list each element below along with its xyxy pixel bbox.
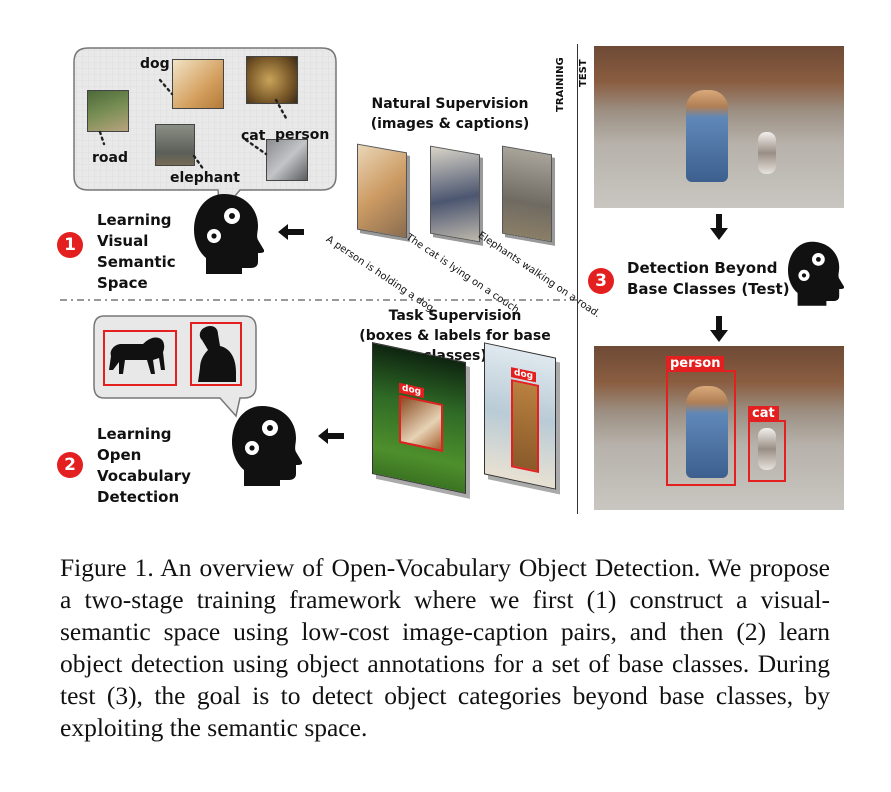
- natural-supervision-title: Natural Supervision (images & captions): [340, 94, 560, 134]
- dog-thumbnail: [172, 59, 224, 109]
- natural-supervision-title-line1: Natural Supervision: [371, 96, 529, 112]
- cat-figure: [758, 428, 776, 470]
- arrow-left-icon: [318, 428, 344, 444]
- label-training: TRAINING: [555, 57, 566, 112]
- dog-silhouette-box-1: [103, 330, 177, 386]
- natural-supervision-title-line2: (images & captions): [370, 116, 530, 132]
- step-1-title: Learning Visual Semantic Space: [97, 210, 176, 294]
- cat-thumbnail: [266, 139, 308, 181]
- arrow-down-icon: [710, 316, 728, 342]
- step-2-title: Learning Open Vocabulary Detection: [97, 424, 191, 508]
- bubble-dotted-connectors: [98, 78, 288, 172]
- elephant-thumbnail: [155, 124, 195, 166]
- cat-figure: [758, 132, 776, 174]
- detection-label-cat: cat: [748, 406, 779, 422]
- arrow-left-icon: [278, 224, 304, 240]
- step-3-title-line1: Detection Beyond: [627, 259, 778, 277]
- label-test: TEST: [578, 59, 589, 87]
- test-photo-input: [594, 46, 844, 208]
- training-image-dog-beach: dog: [484, 342, 556, 490]
- head-gears-icon: [232, 406, 302, 486]
- step-2-title-line: Vocabulary: [97, 467, 191, 485]
- bbox-dog-2: [511, 379, 539, 474]
- head-gears-icon: [788, 241, 844, 306]
- detection-box-cat: [748, 420, 786, 482]
- girl-figure: [686, 90, 728, 182]
- dog-silhouette-box-2: [190, 322, 242, 386]
- figure-caption: Figure 1. An overview of Open-Vocabulary…: [60, 553, 830, 742]
- step-3-badge: 3: [588, 268, 614, 294]
- bbox-dog-1: [399, 394, 443, 453]
- caption-image-elephant: [502, 145, 552, 243]
- step-1-badge: 1: [57, 232, 83, 258]
- caption-image-dog: [357, 143, 407, 239]
- step-1-title-line: Learning: [97, 211, 172, 229]
- label-person: person: [275, 127, 330, 143]
- figure: dog person road cat elephant 1 Learning …: [57, 44, 844, 514]
- person-thumbnail: [246, 56, 298, 104]
- step-2-title-line: Detection: [97, 488, 180, 506]
- road-thumbnail: [87, 90, 129, 132]
- girl-figure: [686, 386, 728, 478]
- training-image-dog-grass: dog: [372, 342, 466, 494]
- step-1-title-line: Space: [97, 274, 148, 292]
- arrow-down-icon: [710, 214, 728, 240]
- step-1-title-line: Visual: [97, 232, 149, 250]
- caption-image-cat: [430, 145, 480, 243]
- detection-box-person: [666, 370, 736, 486]
- detection-label-person: person: [666, 356, 725, 372]
- vertical-divider: [577, 44, 578, 514]
- label-elephant: elephant: [170, 170, 240, 186]
- task-supervision-title: Task Supervision (boxes & labels for bas…: [330, 306, 580, 366]
- task-supervision-title-line1: Task Supervision: [388, 308, 522, 324]
- step-3-title: Detection Beyond Base Classes (Test): [627, 258, 790, 300]
- step-3-title-line2: Base Classes (Test): [627, 280, 790, 298]
- step-2-title-line: Open: [97, 446, 142, 464]
- label-cat: cat: [241, 128, 266, 144]
- step-1-title-line: Semantic: [97, 253, 176, 271]
- step-2-badge: 2: [57, 452, 83, 478]
- dashed-divider: [60, 299, 580, 301]
- label-dog: dog: [140, 56, 170, 72]
- label-road: road: [92, 150, 128, 166]
- test-photo-output: person cat: [594, 346, 844, 510]
- head-gears-icon: [194, 194, 264, 274]
- step-2-title-line: Learning: [97, 425, 172, 443]
